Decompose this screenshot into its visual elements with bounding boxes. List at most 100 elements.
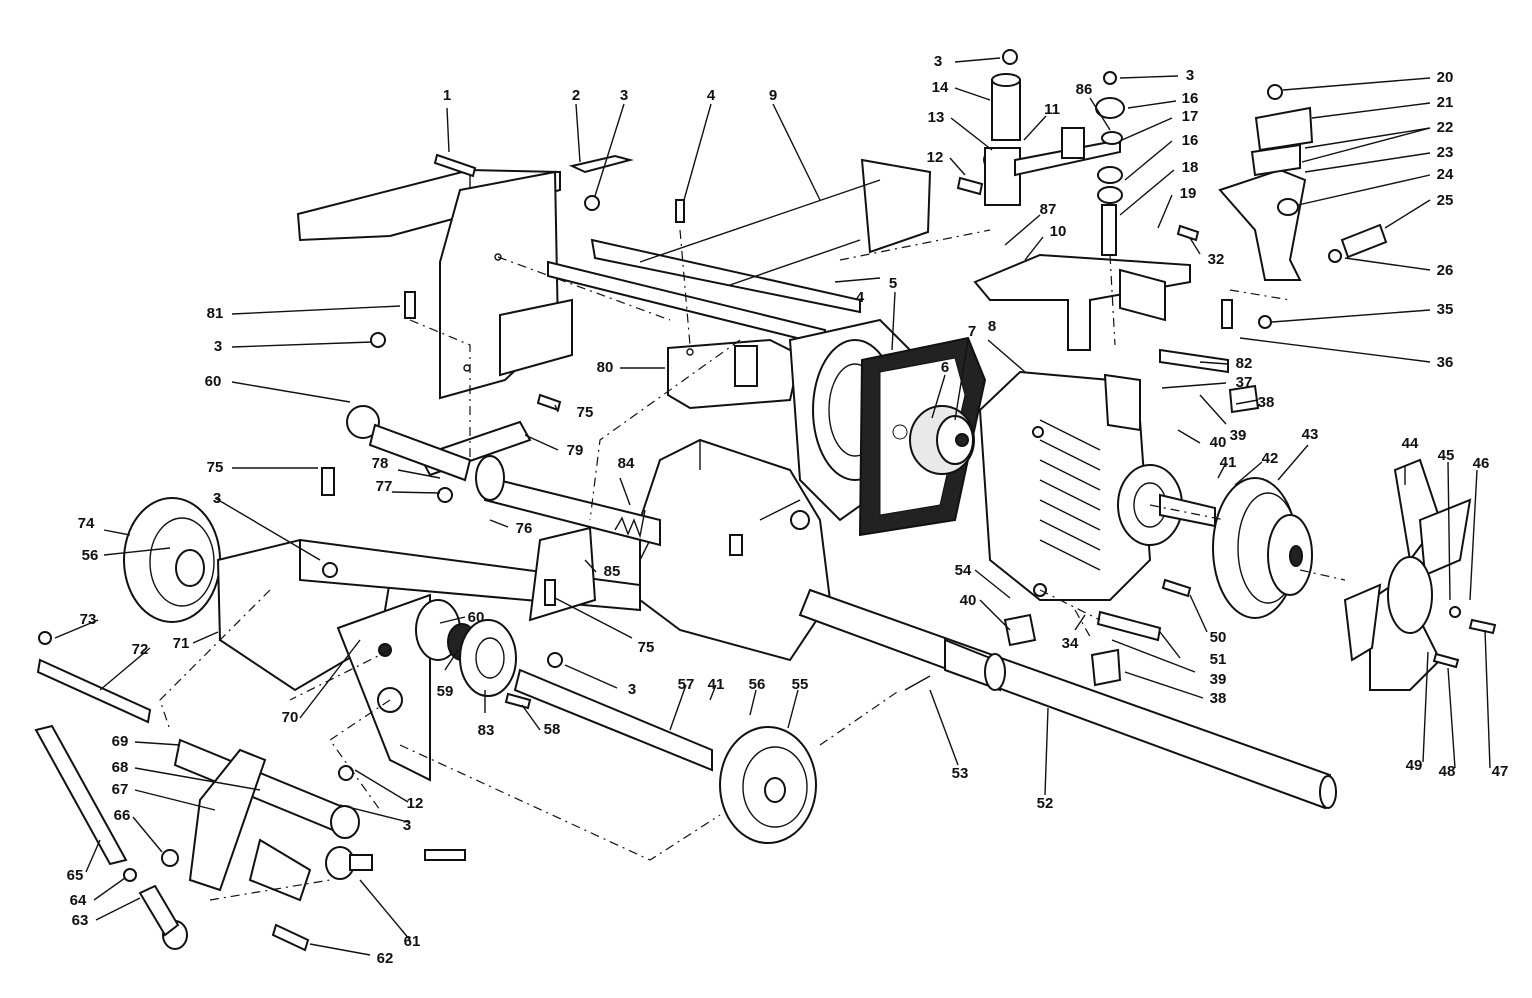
pivot-arm xyxy=(173,738,360,902)
callout-69: 69 xyxy=(112,733,129,750)
callout-25: 25 xyxy=(1437,192,1454,209)
nut xyxy=(1449,606,1461,618)
callout-40: 40 xyxy=(1210,434,1227,451)
callout-35: 35 xyxy=(1437,301,1454,318)
callout-53: 53 xyxy=(952,765,969,782)
callout-65: 65 xyxy=(67,867,84,884)
callout-75: 75 xyxy=(638,639,655,656)
bracket-10 xyxy=(973,253,1191,351)
side-plate xyxy=(439,170,573,400)
callout-4: 4 xyxy=(707,87,716,104)
callout-55: 55 xyxy=(792,676,809,693)
callout-62: 62 xyxy=(377,950,394,967)
callout-32: 32 xyxy=(1208,251,1225,268)
bolt-51 xyxy=(1096,610,1162,642)
callout-26: 26 xyxy=(1437,262,1454,279)
nut xyxy=(547,652,563,668)
callout-59: 59 xyxy=(437,683,454,700)
bolt xyxy=(433,153,477,178)
callout-63: 63 xyxy=(72,912,89,929)
callout-49: 49 xyxy=(1406,757,1423,774)
pulley-55 xyxy=(719,726,817,844)
callout-70: 70 xyxy=(282,709,299,726)
nut xyxy=(1328,249,1342,263)
callout-13: 13 xyxy=(928,109,945,126)
callout-21: 21 xyxy=(1437,94,1454,111)
callout-45: 45 xyxy=(1438,447,1455,464)
callout-36: 36 xyxy=(1437,354,1454,371)
control-lever xyxy=(1218,106,1388,281)
callout-82: 82 xyxy=(1236,355,1253,372)
callout-11: 11 xyxy=(1044,101,1060,118)
callout-78: 78 xyxy=(372,455,389,472)
bolt xyxy=(1221,299,1233,329)
callout-61: 61 xyxy=(404,933,421,950)
bolt xyxy=(1176,224,1200,242)
fittings xyxy=(1003,384,1260,687)
mount-block xyxy=(667,338,802,410)
callout-48: 48 xyxy=(1439,763,1456,780)
callout-3: 3 xyxy=(214,338,222,355)
callout-47: 47 xyxy=(1492,763,1509,780)
bolt-82 xyxy=(1159,348,1229,374)
callout-75: 75 xyxy=(207,459,224,476)
nut xyxy=(370,332,386,348)
rod-end-63 xyxy=(138,884,188,950)
nut xyxy=(437,487,453,503)
callout-3: 3 xyxy=(628,681,636,698)
rod-end-61 xyxy=(325,846,373,880)
callout-1: 1 xyxy=(443,87,451,104)
pivot-post xyxy=(983,73,1121,206)
callout-16: 16 xyxy=(1182,132,1199,149)
callout-41: 41 xyxy=(1220,454,1237,471)
callout-46: 46 xyxy=(1473,455,1490,472)
callout-7: 7 xyxy=(968,323,976,340)
callout-56: 56 xyxy=(82,547,99,564)
spring xyxy=(614,509,646,539)
bolt xyxy=(536,393,562,412)
callout-41: 41 xyxy=(708,676,725,693)
nut xyxy=(123,868,137,882)
callout-38: 38 xyxy=(1210,690,1227,707)
callout-64: 64 xyxy=(70,892,87,909)
nut xyxy=(38,631,52,645)
pump-body xyxy=(978,370,1216,601)
nut xyxy=(322,562,338,578)
bolt-62 xyxy=(271,923,310,952)
pulley-74 xyxy=(123,497,221,623)
bolt xyxy=(1468,618,1497,635)
nut xyxy=(161,849,179,867)
callout-39: 39 xyxy=(1230,427,1247,444)
drive-gear xyxy=(909,405,975,475)
callout-42: 42 xyxy=(1262,450,1279,467)
axle-shaft xyxy=(798,588,1337,810)
leader-lines xyxy=(54,57,1491,956)
callout-6: 6 xyxy=(941,359,949,376)
callout-23: 23 xyxy=(1437,144,1454,161)
callout-44: 44 xyxy=(1402,435,1419,452)
callout-3: 3 xyxy=(403,817,411,834)
callout-72: 72 xyxy=(132,641,149,658)
callout-81: 81 xyxy=(207,305,224,322)
callout-12: 12 xyxy=(407,795,424,812)
callout-52: 52 xyxy=(1037,795,1054,812)
callout-2: 2 xyxy=(572,87,580,104)
bolt xyxy=(1432,652,1460,669)
callout-39: 39 xyxy=(1210,671,1227,688)
callout-83: 83 xyxy=(478,722,495,739)
callout-24: 24 xyxy=(1437,166,1454,183)
callout-60: 60 xyxy=(468,609,485,626)
callout-40: 40 xyxy=(960,592,977,609)
nut xyxy=(1258,315,1272,329)
callout-3: 3 xyxy=(1186,67,1194,84)
hardware-stack xyxy=(1095,97,1125,256)
callout-68: 68 xyxy=(112,759,129,776)
callout-73: 73 xyxy=(80,611,97,628)
callout-86: 86 xyxy=(1076,81,1093,98)
callout-19: 19 xyxy=(1180,185,1197,202)
nut xyxy=(584,195,600,211)
pump-pulley xyxy=(1212,477,1313,619)
bolt xyxy=(504,692,532,710)
bracket-85 xyxy=(528,526,597,622)
